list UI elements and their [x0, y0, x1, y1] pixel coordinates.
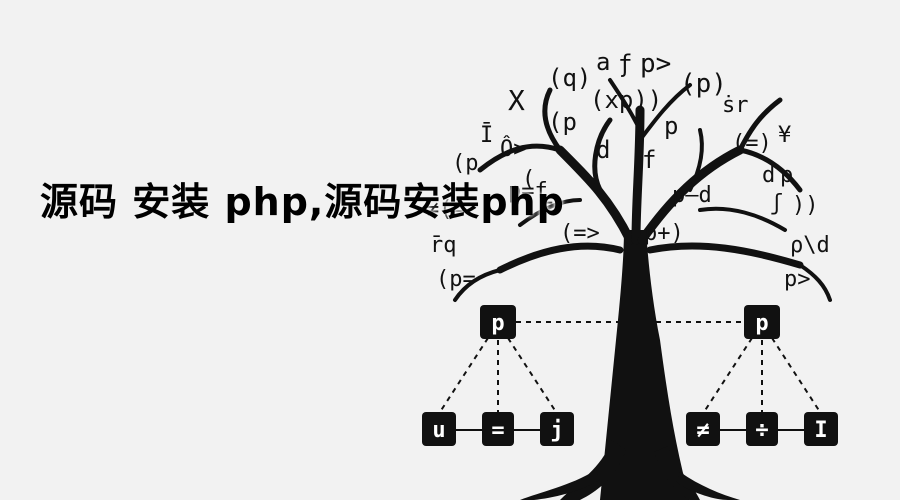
diagram-links: [439, 321, 821, 431]
glyph: =: [540, 193, 553, 218]
glyph: (: [522, 167, 535, 192]
root-node-left: p: [480, 305, 516, 339]
child-node-i: I: [804, 412, 838, 446]
svg-text:p: p: [755, 311, 768, 336]
glyph: ≠(=: [426, 197, 466, 222]
glyph: p+): [644, 221, 684, 246]
glyph: (p: [452, 151, 479, 176]
glyph: (p=: [436, 267, 476, 292]
root-node-right: p: [744, 305, 780, 339]
child-node-j: j: [540, 412, 574, 446]
svg-text:p: p: [491, 311, 504, 336]
page-title: 源码 安装 php,源码安装php: [40, 180, 565, 224]
glyph: Ô>: [500, 136, 527, 162]
glyph: ƒ: [618, 50, 632, 78]
glyph: (=): [732, 131, 772, 156]
tree-branches: [453, 78, 832, 302]
glyph: ʃ: [770, 191, 783, 216]
glyph: p: [780, 163, 793, 188]
svg-text:j: j: [550, 418, 563, 443]
svg-text:I: I: [814, 418, 827, 443]
glyph: p=f: [508, 179, 548, 204]
glyph: (xp)): [590, 86, 662, 114]
svg-text:u: u: [432, 418, 445, 443]
child-node-equals: =: [482, 412, 514, 446]
glyph: (=>: [560, 221, 600, 246]
glyph: (q): [548, 64, 591, 92]
glyph: a: [596, 48, 610, 76]
svg-text:÷: ÷: [755, 418, 768, 443]
svg-text:=: =: [491, 418, 504, 443]
glyph: Ī: [480, 123, 493, 148]
tree-trunk: [520, 230, 740, 500]
child-node-not-equal: ≠: [686, 412, 720, 446]
glyph: p>: [784, 267, 811, 292]
child-node-u: u: [422, 412, 456, 446]
glyph: p–d: [672, 183, 712, 208]
glyph: ρ\d: [790, 233, 830, 258]
child-node-divide: ÷: [746, 412, 778, 446]
glyph: d: [762, 163, 775, 188]
glyph: f: [642, 146, 656, 174]
glyph: X: [508, 84, 525, 117]
glyph: (p): [680, 69, 727, 99]
glyph: ¥: [778, 123, 791, 148]
glyph: (p: [548, 108, 577, 136]
glyph: r̄q: [430, 233, 457, 258]
svg-text:≠: ≠: [696, 418, 709, 443]
glyph: p: [664, 112, 678, 140]
glyph: p>: [640, 49, 671, 79]
glyph: )): [792, 193, 819, 218]
glyph: d: [596, 136, 610, 164]
glyph: ṡr: [722, 93, 749, 118]
canopy-glyphs: (q) a ƒ p> (p) (xp)) X (p ṡr p Ī (=) ¥ Ô…: [426, 48, 830, 292]
